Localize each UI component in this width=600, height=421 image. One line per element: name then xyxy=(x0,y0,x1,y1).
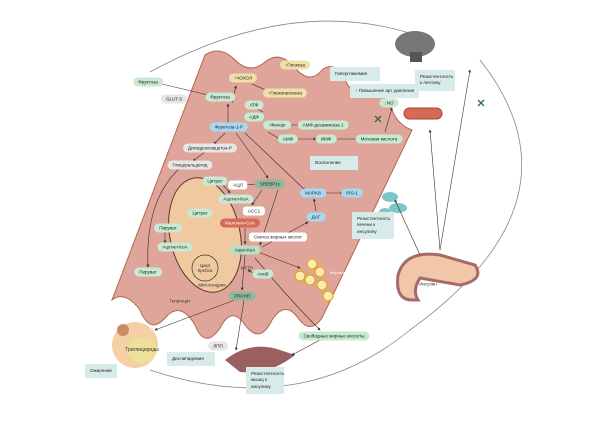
obesity-box: Ожирение xyxy=(85,364,117,379)
glucose-node: ↑Глюкоза xyxy=(280,60,310,70)
leptin-resistance-box: Резистентность к лептину xyxy=(415,70,455,91)
acetyl-coa-cytosol-node: Ацетил-КоА xyxy=(218,194,254,204)
atp-node: АТФ xyxy=(244,100,264,110)
mapk8-node: MAPK8 xyxy=(300,188,326,198)
liver-insulin-resistance-box: Резистентность печени к инсулину xyxy=(352,212,394,240)
fructose-blood: Фруктоза xyxy=(133,77,163,87)
free-fatty-acids-node: Свободные жирные кислоты xyxy=(298,331,370,341)
amp-deaminase-node: АМФ-дезаминаза 1 xyxy=(297,120,349,130)
irs1-node: IRS-1 xyxy=(341,188,363,198)
ldl-node: ЛПП xyxy=(208,341,228,351)
pancreas-icon xyxy=(396,252,480,302)
glut5-transporter: GLUT-5 xyxy=(160,94,188,104)
chokhol-node: ↑ЧОХОЛ xyxy=(228,73,258,83)
fructose-hepatocyte: Фруктоза xyxy=(205,92,235,102)
acyl-coa-node: Ацил-КоА xyxy=(229,245,261,255)
hepatocyte-label: Гепатоцит xyxy=(169,298,191,304)
dag-node: ДАГ xyxy=(306,212,326,222)
acetyl-coa-mito-node: Ацетил-КоА xyxy=(157,242,193,252)
outer-cycle-arc xyxy=(149,20,523,389)
no-node: ↓NO xyxy=(379,98,399,108)
kidney-vessel-icon xyxy=(403,107,443,120)
hyperglycemia-box: Гипергликемия xyxy=(330,67,380,82)
dhap-node: Дигидроксиацетон-Р xyxy=(183,143,237,153)
dyslipidemia-box: Дислипидемия xyxy=(167,352,215,367)
muscle-insulin-resistance-box: Резистентность мышц к инсулину xyxy=(246,367,284,395)
block-x-icons xyxy=(374,99,485,123)
mttp-label: МТТР xyxy=(241,265,253,271)
pyruvate-node: Пируват xyxy=(134,267,162,277)
fatty-acid-synthesis-node: Синтез жирных кислот xyxy=(248,232,308,242)
inflammation-box: Воспаление xyxy=(310,156,358,171)
phosphate-node: ↑Фнеорг xyxy=(263,120,291,130)
citrate-mito-node: Цитрат xyxy=(187,208,213,218)
amp-node: АМФ xyxy=(277,134,299,144)
uric-acid-node: Мочевая кислота xyxy=(355,134,403,144)
krebs-cycle-label: Цикл Кребса xyxy=(197,263,213,273)
srebp1c-node: SREBP1c xyxy=(254,179,286,189)
gluconeogenesis-node: ↑Глюконеогенез xyxy=(262,88,308,98)
brain-icon xyxy=(395,31,435,62)
pyruvate-mito-node: Пируват xyxy=(154,223,182,233)
krebs-cycle-circle xyxy=(191,254,219,282)
imp-node: ИМФ xyxy=(315,134,337,144)
fat-droplets-label: Жировые капли xyxy=(330,271,356,275)
fat-droplets xyxy=(294,258,334,302)
apob-node: АпоВ xyxy=(252,269,274,279)
mitochondrion xyxy=(168,177,242,293)
muscle-icon xyxy=(225,346,295,373)
fructose-1p-node: Фруктоза-1-Р xyxy=(209,122,249,132)
insulin-label: Инсулин xyxy=(419,281,437,287)
adp-node: АДФ xyxy=(244,112,264,122)
malonyl-coa-node: Малонил-СоА xyxy=(220,218,260,228)
citrate-cytosol-node: Цитрат xyxy=(202,176,228,186)
blood-pressure-box: ↑ Повышение арт давления xyxy=(350,84,420,99)
mitochondrion-label: Митохондрия xyxy=(198,282,226,288)
acc1-enzyme: ACC1 xyxy=(242,206,266,216)
acl-enzyme: АЦЛ xyxy=(228,180,248,190)
vldl-node: ЛПОНП xyxy=(228,291,256,301)
glyceraldehyde-node: Глицеральдегид xyxy=(167,160,213,170)
triglycerides-label: Триглицериды xyxy=(125,347,159,353)
